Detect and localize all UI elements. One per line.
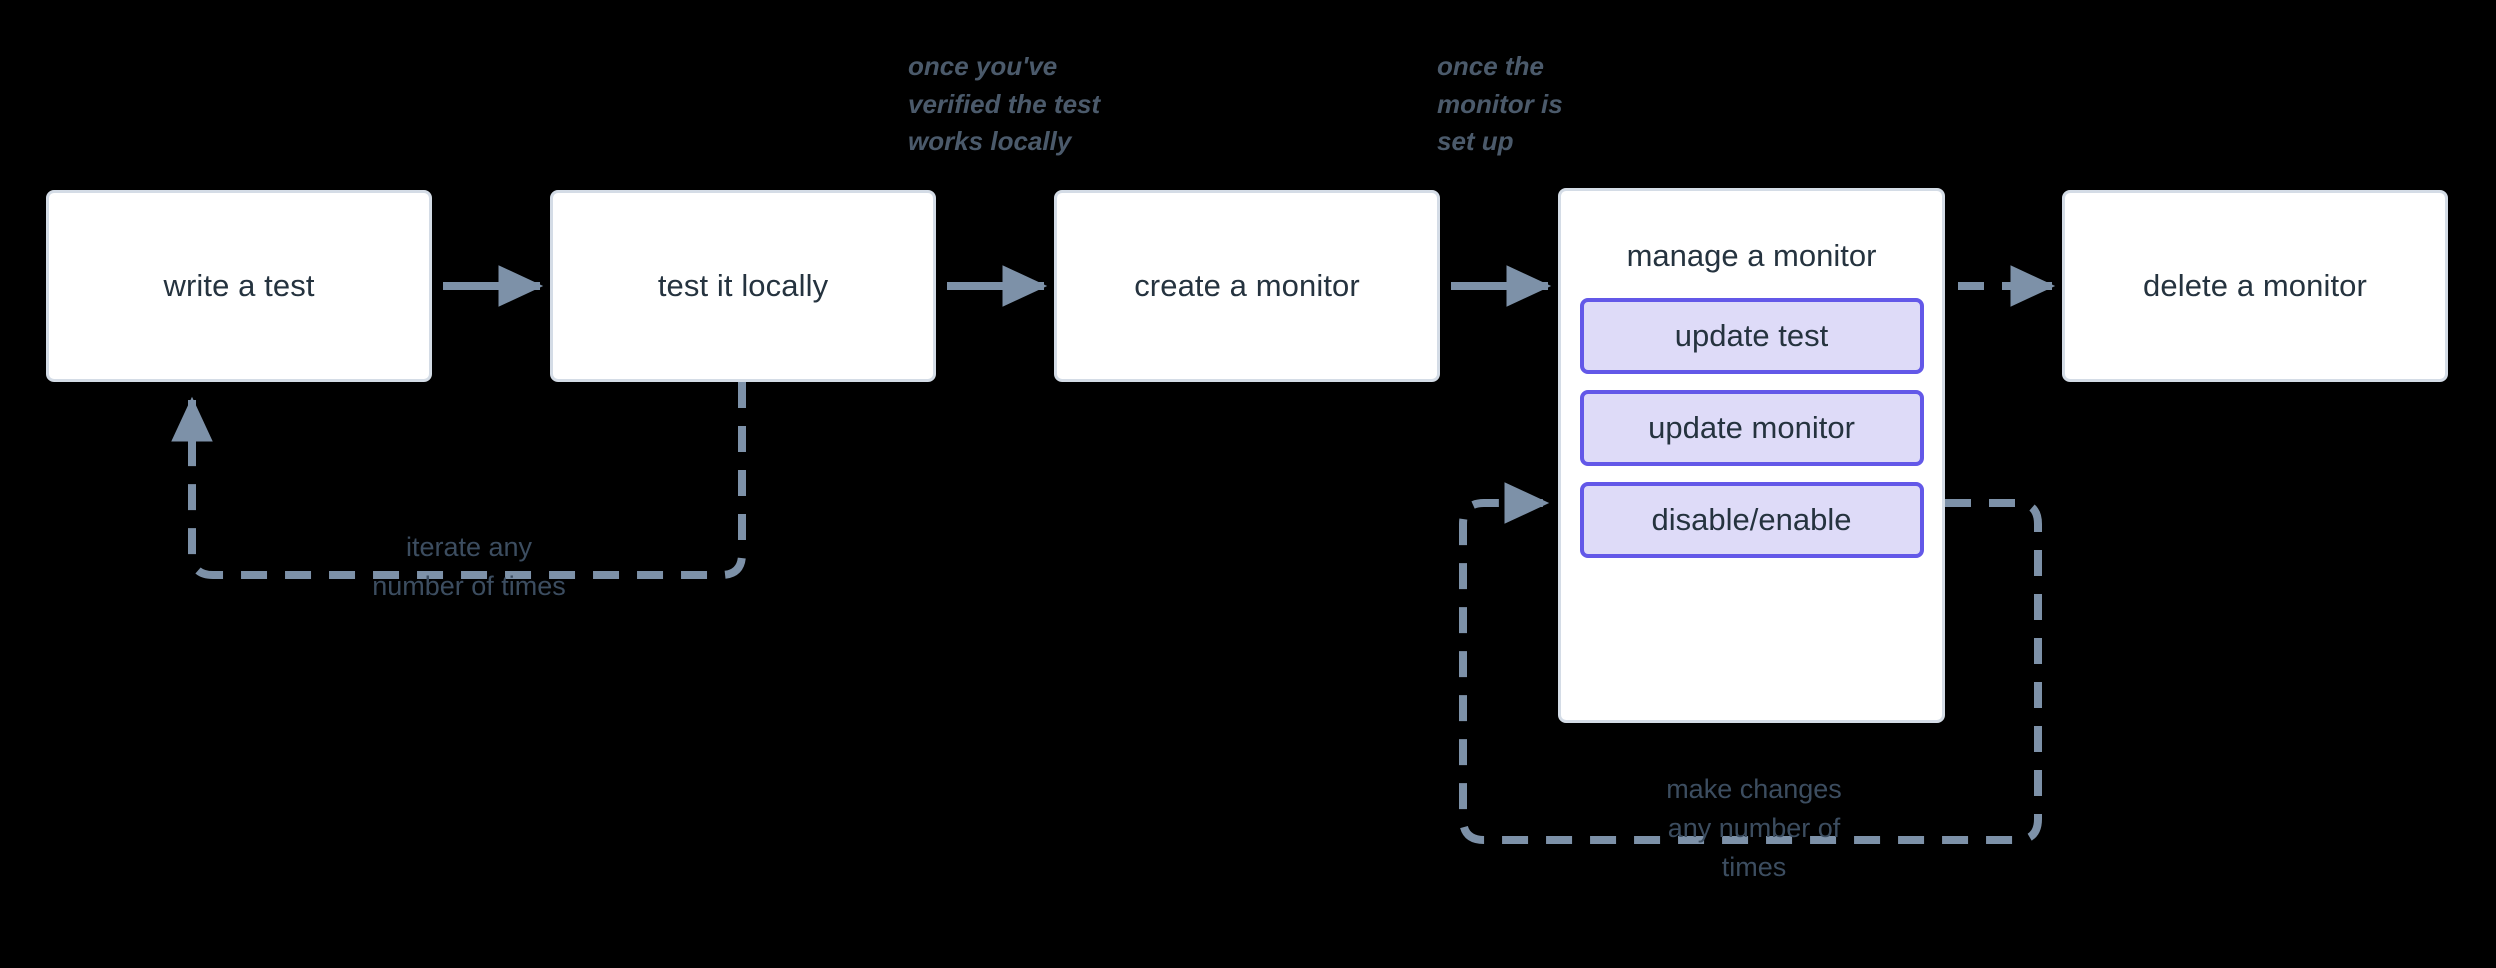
subnode-label: update monitor	[1648, 410, 1855, 446]
node-write-a-test[interactable]: write a test	[46, 190, 432, 382]
loop-label-iterate: iterate any number of times	[372, 532, 566, 602]
node-label: test it locally	[657, 267, 829, 303]
subnode-update-monitor[interactable]: update monitor	[1579, 389, 1924, 466]
node-label: create a monitor	[1134, 267, 1360, 303]
subnode-disable-enable[interactable]: disable/enable	[1579, 481, 1924, 558]
node-label: delete a monitor	[2143, 267, 2367, 303]
node-create-a-monitor[interactable]: create a monitor	[1054, 190, 1440, 382]
loop-label-make-changes: make changes any number of times	[1666, 774, 1842, 883]
edge-note-verified-locally: once you've verified the test works loca…	[908, 51, 1101, 157]
subnode-label: disable/enable	[1651, 502, 1852, 538]
node-manage-a-monitor[interactable]: manage a monitor update test update moni…	[1558, 188, 1945, 723]
subnode-update-test[interactable]: update test	[1579, 297, 1924, 374]
node-test-it-locally[interactable]: test it locally	[550, 190, 936, 382]
edge-note-monitor-set-up: once the monitor is set up	[1437, 51, 1563, 157]
subnode-label: update test	[1674, 318, 1829, 354]
group-title: manage a monitor	[1626, 238, 1877, 273]
node-label: write a test	[163, 267, 315, 303]
node-delete-a-monitor[interactable]: delete a monitor	[2062, 190, 2448, 382]
